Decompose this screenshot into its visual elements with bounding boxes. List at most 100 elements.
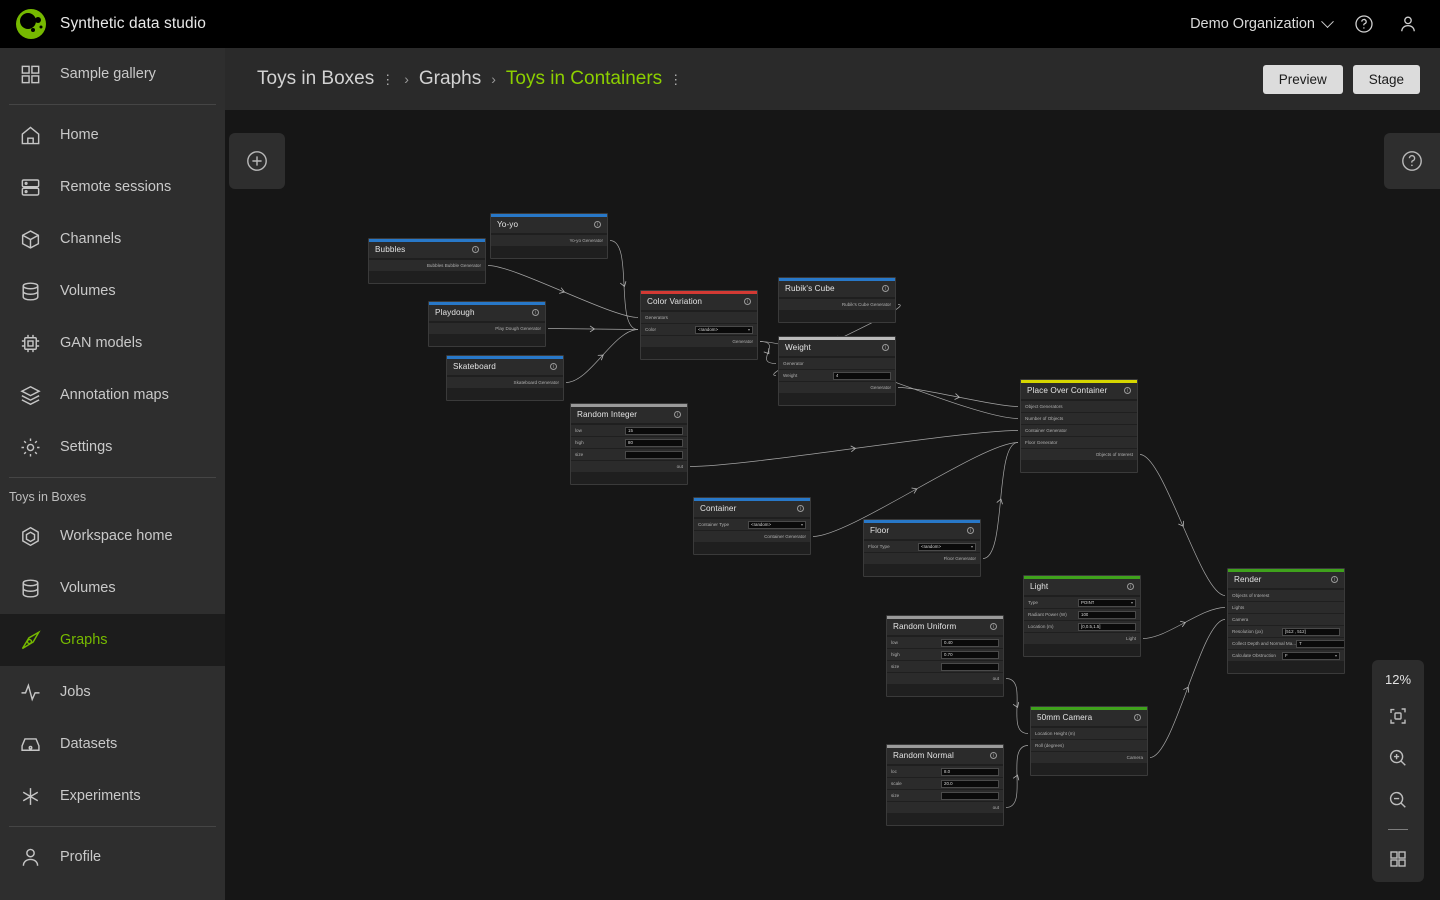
info-icon[interactable]: i <box>990 623 997 630</box>
param-select[interactable]: POINT▾ <box>1078 598 1136 607</box>
info-icon[interactable]: i <box>744 298 751 305</box>
param-select[interactable]: <random>▾ <box>695 325 753 334</box>
preview-button[interactable]: Preview <box>1262 64 1343 94</box>
info-icon[interactable]: i <box>797 505 804 512</box>
sidebar-item-remote-sessions[interactable]: Remote sessions <box>0 161 225 213</box>
node-output-row[interactable]: out <box>887 673 1003 684</box>
param-input[interactable]: [0,0.5,1.5] <box>1078 622 1136 631</box>
node-output-row[interactable]: out <box>887 802 1003 813</box>
node-input-row[interactable]: Objects of Interest <box>1228 590 1344 601</box>
node-output-row[interactable]: Skateboard Generator <box>447 377 563 388</box>
breadcrumb-menu-icon[interactable]: ⋮ <box>381 71 395 87</box>
info-icon[interactable]: i <box>1331 576 1338 583</box>
sidebar-item-sample-gallery[interactable]: Sample gallery <box>0 48 225 100</box>
sidebar-item-gan-models[interactable]: GAN models <box>0 317 225 369</box>
info-icon[interactable]: i <box>1127 583 1134 590</box>
sidebar-item-datasets[interactable]: Datasets <box>0 718 225 770</box>
fit-frame-icon[interactable] <box>1385 703 1411 729</box>
sidebar-item-experiments[interactable]: Experiments <box>0 770 225 822</box>
breadcrumb-item-graphs[interactable]: Graphs <box>418 68 482 89</box>
param-input[interactable] <box>941 662 999 671</box>
sidebar-item-volumes[interactable]: Volumes <box>0 265 225 317</box>
breadcrumb-item-toys-in-containers[interactable]: Toys in Containers <box>505 68 663 89</box>
node-input-row[interactable]: Container Generator <box>1021 425 1137 436</box>
info-icon[interactable]: i <box>882 285 889 292</box>
param-select[interactable]: F▾ <box>1282 651 1340 660</box>
organization-selector[interactable]: Demo Organization <box>1190 14 1334 32</box>
info-icon[interactable]: i <box>674 411 681 418</box>
node-param-row[interactable]: size <box>887 661 1003 672</box>
node-output-row[interactable]: Bubbles Bubble Generator <box>369 260 485 271</box>
node-output-row[interactable]: Play Dough Generator <box>429 323 545 334</box>
sidebar-item-profile[interactable]: Profile <box>0 831 225 883</box>
canvas-help-button[interactable] <box>1384 133 1440 189</box>
breadcrumb-item-toys-in-boxes[interactable]: Toys in Boxes <box>257 68 375 89</box>
minimap-grid-icon[interactable] <box>1385 846 1411 872</box>
node-input-row[interactable]: Location Height (m) <box>1031 728 1147 739</box>
param-input[interactable]: 20.0 <box>941 779 999 788</box>
node-param-row[interactable]: Location (m)[0,0.5,1.5] <box>1024 621 1140 632</box>
param-input[interactable]: 100 <box>1078 610 1136 619</box>
info-icon[interactable]: i <box>550 363 557 370</box>
node-output-row[interactable]: Rubik's Cube Generator <box>779 299 895 310</box>
param-input[interactable]: 8.0 <box>941 767 999 776</box>
node-output-row[interactable]: Generator <box>641 336 757 347</box>
node-output-row[interactable]: Light <box>1024 633 1140 644</box>
brand[interactable]: Synthetic data studio <box>0 9 225 39</box>
param-input[interactable] <box>625 450 683 459</box>
node-input-row[interactable]: Floor Generator <box>1021 437 1137 448</box>
node-output-row[interactable]: Floor Generator <box>864 553 980 564</box>
node-param-row[interactable]: size <box>571 449 687 460</box>
sidebar-item-home[interactable]: Home <box>0 109 225 161</box>
param-input[interactable]: 15 <box>625 426 683 435</box>
node-input-row[interactable]: Lights <box>1228 602 1344 613</box>
add-node-button[interactable] <box>229 133 285 189</box>
param-select[interactable]: <random>▾ <box>748 520 806 529</box>
breadcrumb-menu-icon[interactable]: ⋮ <box>669 71 683 87</box>
param-select[interactable]: T▾ <box>1296 639 1344 648</box>
node-output-row[interactable]: Objects of Interest <box>1021 449 1137 460</box>
node-output-row[interactable]: Camera <box>1031 752 1147 763</box>
node-param-row[interactable]: Color<random>▾ <box>641 324 757 335</box>
sidebar-item-workspace-home[interactable]: Workspace home <box>0 510 225 562</box>
node-input-row[interactable]: Object Generators <box>1021 401 1137 412</box>
node-param-row[interactable]: Floor Type<random>▾ <box>864 541 980 552</box>
param-input[interactable]: 80 <box>625 438 683 447</box>
info-icon[interactable]: i <box>967 527 974 534</box>
zoom-in-icon[interactable] <box>1385 745 1411 771</box>
info-icon[interactable]: i <box>1124 387 1131 394</box>
node-input-row[interactable]: Number of Objects <box>1021 413 1137 424</box>
sidebar-item-annotation-maps[interactable]: Annotation maps <box>0 369 225 421</box>
node-input-row[interactable]: Camera <box>1228 614 1344 625</box>
param-input[interactable]: 0.40 <box>941 638 999 647</box>
param-input[interactable]: 0.70 <box>941 650 999 659</box>
sidebar-item-graphs[interactable]: Graphs <box>0 614 225 666</box>
